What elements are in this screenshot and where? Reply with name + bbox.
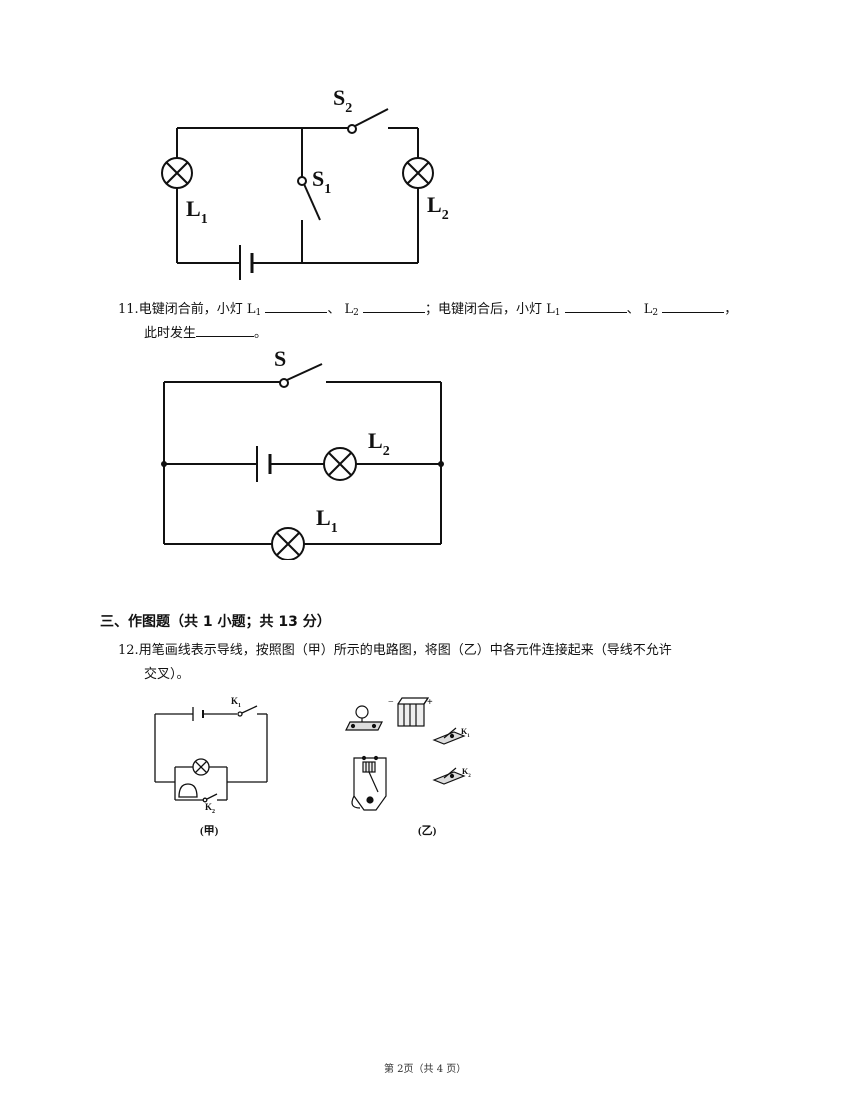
question-12-line-2: 交叉）。 <box>144 665 190 685</box>
svg-text:K1: K1 <box>231 696 241 709</box>
svg-text:K2: K2 <box>462 767 471 779</box>
s-label: S <box>274 346 286 371</box>
switch-k1-icon <box>432 727 466 745</box>
separator: 、 L <box>626 302 653 317</box>
circuit-diagram-2: S L2 L1 <box>161 346 444 560</box>
subscript: 1 <box>255 308 262 318</box>
plus-label: + <box>427 697 433 708</box>
subscript: 2 <box>353 308 359 318</box>
l1-label: L <box>186 196 201 221</box>
k1-label: K <box>231 696 238 706</box>
punctuation: 。 <box>254 326 268 341</box>
punctuation: ， <box>724 302 738 317</box>
svg-text:S2: S2 <box>333 85 352 116</box>
svg-text:K1: K1 <box>461 727 470 739</box>
page-footer: 第 2页（共 4 页） <box>384 1064 467 1075</box>
k1-subscript: 1 <box>467 734 470 739</box>
s2-label: S <box>333 85 345 110</box>
question-11-line-2: 此时发生 。 <box>144 322 267 344</box>
bell-icon <box>351 755 387 811</box>
separator: 、 L <box>327 302 354 317</box>
k1-subscript: 1 <box>238 703 241 709</box>
figure-caption-jia: (甲) <box>200 824 219 837</box>
question-text: 用笔画线表示导线，按照图（甲）所示的电路图，将图（乙）中各元件连接起来（导线不允… <box>138 643 672 658</box>
l1-subscript: 1 <box>201 212 208 227</box>
question-12-line-1: 12.用笔画线表示导线，按照图（甲）所示的电路图，将图（乙）中各元件连接起来（导… <box>118 641 672 661</box>
subscript: 1 <box>554 308 561 318</box>
section-title: 三、作图题（共 1 小题；共 13 分） <box>100 614 331 630</box>
circuit-diagram-1: S2 S1 L1 L2 <box>161 85 449 280</box>
lamp-l1-icon <box>271 527 305 560</box>
s2-subscript: 2 <box>345 101 352 116</box>
s1-subscript: 1 <box>324 182 331 197</box>
l2-subscript: 2 <box>383 444 390 459</box>
figure-caption-yi: (乙) <box>418 824 437 837</box>
answer-blank-5[interactable] <box>196 322 255 337</box>
k2-label: K <box>205 802 212 812</box>
subscript: 2 <box>652 308 659 318</box>
l1-subscript: 1 <box>331 521 338 536</box>
minus-label: − <box>388 697 394 708</box>
k2-label: K <box>462 767 469 776</box>
svg-text:L2: L2 <box>368 428 390 459</box>
lamp-l2-icon <box>402 157 434 189</box>
question-number: 11. <box>118 302 139 317</box>
question-text: ；电键闭合后，小灯 L <box>424 302 555 317</box>
k2-subscript: 2 <box>468 774 471 779</box>
svg-text:L1: L1 <box>186 196 208 227</box>
s1-label: S <box>312 166 324 191</box>
figure-yi-components: − + K1 K2 (乙) <box>345 697 471 837</box>
bulb-icon <box>345 705 383 731</box>
svg-text:L1: L1 <box>316 505 338 536</box>
figure-jia-circuit: K1 K2 (甲) <box>154 696 268 837</box>
lamp-l1-icon <box>161 157 193 189</box>
l2-label: L <box>427 192 442 217</box>
k2-subscript: 2 <box>212 809 215 815</box>
svg-text:L2: L2 <box>427 192 449 223</box>
svg-text:S1: S1 <box>312 166 331 197</box>
l2-label: L <box>368 428 383 453</box>
battery-icon <box>397 697 430 727</box>
question-number: 12. <box>118 643 139 658</box>
svg-text:K2: K2 <box>205 802 215 815</box>
l1-label: L <box>316 505 331 530</box>
answer-blank-1[interactable] <box>265 298 328 313</box>
question-text: 电键闭合前，小灯 L <box>138 302 256 317</box>
k1-label: K <box>461 727 468 736</box>
question-11-line-1: 11.电键闭合前，小灯 L1 、 L2 ；电键闭合后，小灯 L1 、 L2 ， <box>118 298 737 323</box>
lamp-l2-icon <box>323 447 357 481</box>
answer-blank-2[interactable] <box>362 298 425 313</box>
answer-blank-4[interactable] <box>662 298 725 313</box>
question-text: 交叉）。 <box>144 667 190 682</box>
question-text: 此时发生 <box>144 326 197 341</box>
switch-k2-icon <box>432 767 466 785</box>
answer-blank-3[interactable] <box>564 298 627 313</box>
l2-subscript: 2 <box>442 208 449 223</box>
